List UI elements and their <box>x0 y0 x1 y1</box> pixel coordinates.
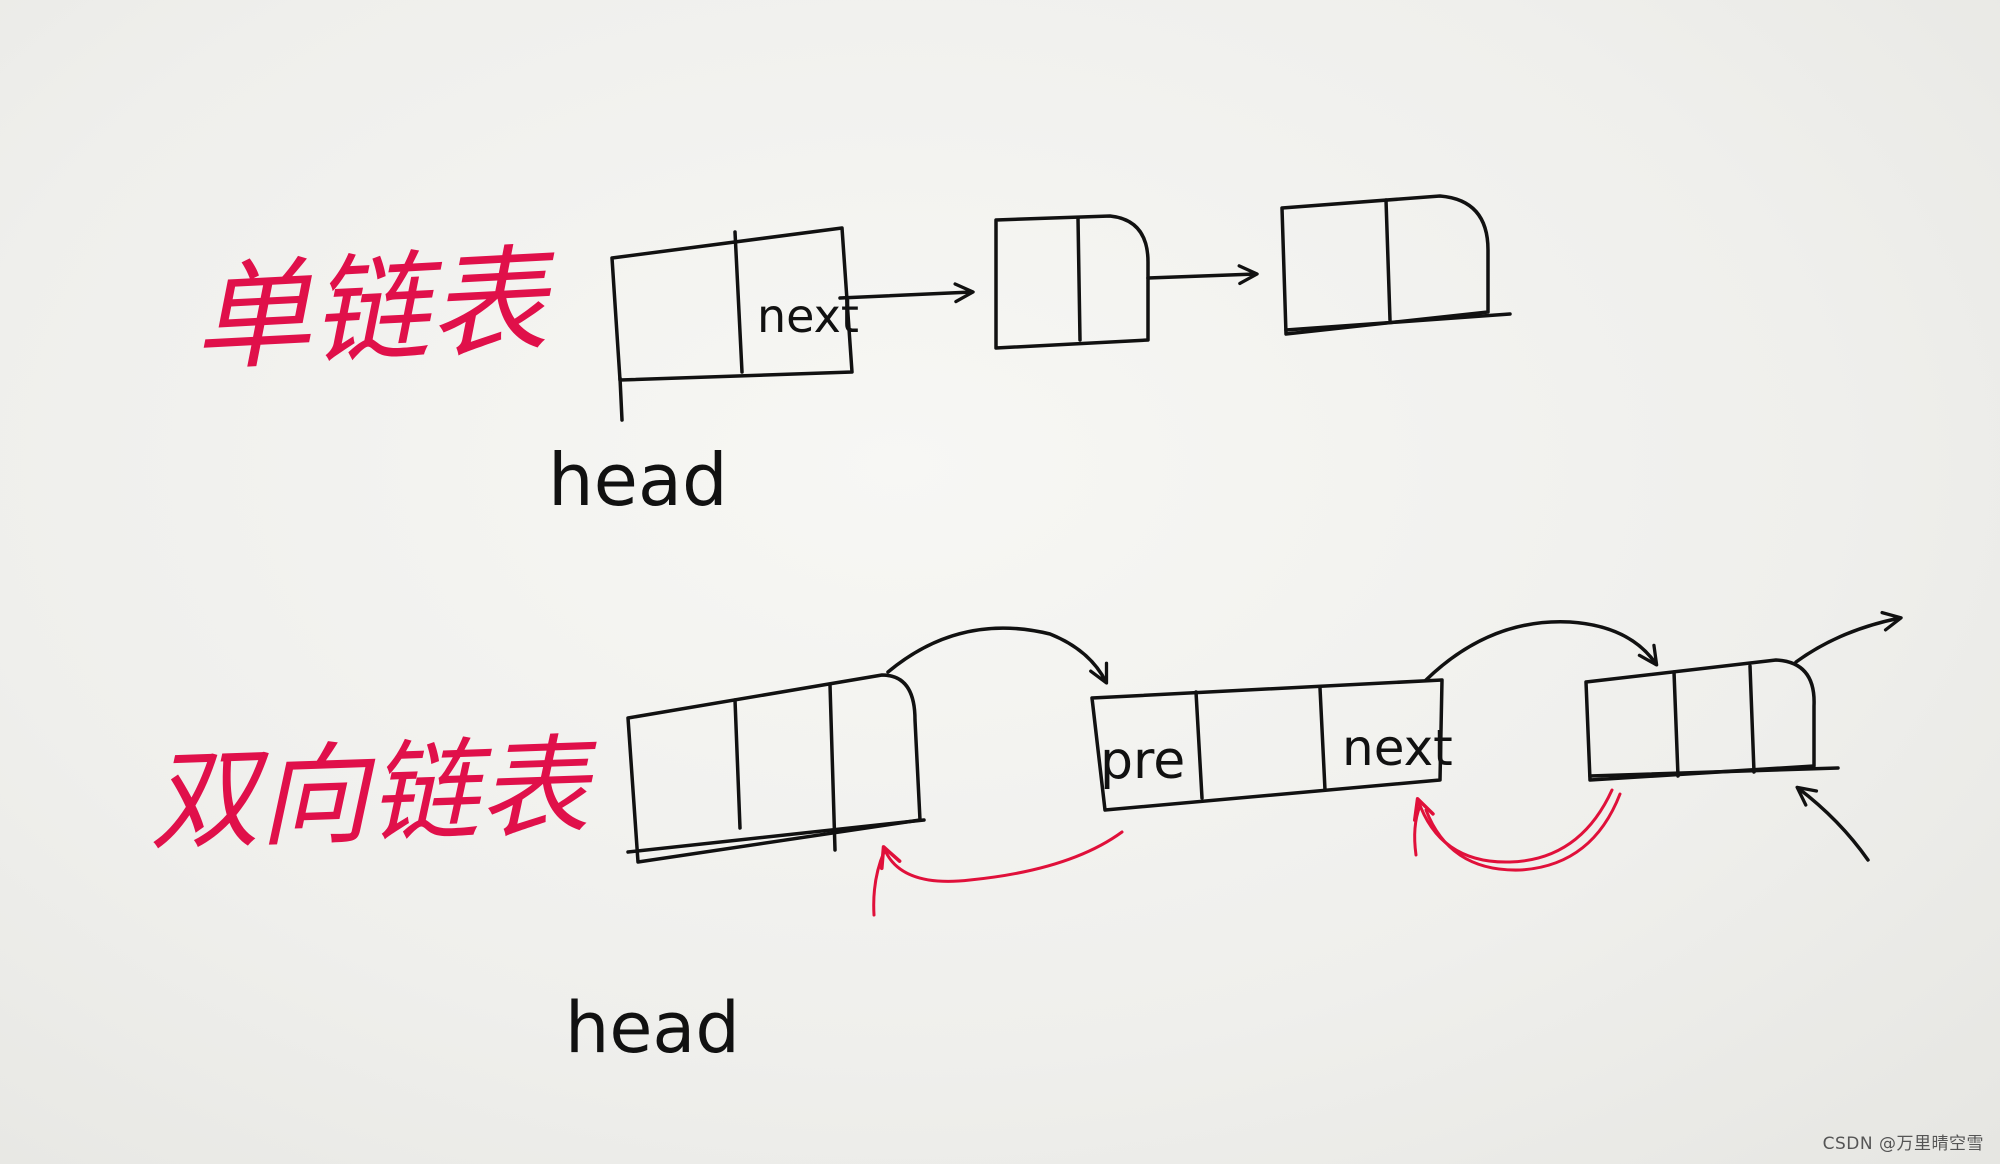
doubly-node-3-divider-1 <box>1672 670 1680 778</box>
doubly-linked-list: 双向链表 pre next <box>146 610 1903 1069</box>
singly-node-2 <box>994 214 1150 350</box>
singly-linked-list: 单链表 next head <box>189 194 1512 522</box>
doubly-node-2: pre next <box>1090 678 1453 812</box>
doubly-next-arrow-2 <box>1424 620 1659 682</box>
doubly-node-3-outline <box>1584 658 1816 782</box>
doubly-next-label: next <box>1342 719 1453 777</box>
doubly-node-2-outline <box>1090 678 1444 812</box>
singly-arrow-1 <box>838 282 975 304</box>
doubly-next-arrow-1 <box>886 626 1109 685</box>
doubly-node-3-bottom <box>1588 766 1840 778</box>
doubly-pre-arrow-1 <box>879 830 1124 883</box>
doubly-node-1-outline <box>626 673 922 864</box>
singly-node-3-outline <box>1280 194 1490 336</box>
singly-node-3 <box>1280 194 1512 336</box>
singly-node-1: next <box>610 226 859 422</box>
doubly-head-label: head <box>565 987 740 1069</box>
singly-node-1-head-tick <box>618 376 624 422</box>
doubly-pre-label: pre <box>1100 731 1185 791</box>
doubly-node-1-bottom <box>626 818 926 854</box>
singly-head-label: head <box>548 438 728 522</box>
doubly-node-2-divider-2 <box>1318 686 1327 792</box>
doubly-pre-arrow-2-hand <box>1413 804 1422 857</box>
singly-arrow-2 <box>1146 264 1259 286</box>
doubly-pre-arrow-2 <box>1412 788 1614 864</box>
watermark: CSDN @万里晴空雪 <box>1822 1134 1984 1154</box>
doubly-node-1-divider-1 <box>733 698 742 830</box>
singly-node-3-divider <box>1384 198 1392 322</box>
singly-node-2-divider <box>1076 216 1082 342</box>
singly-node-3-tail <box>1284 312 1512 332</box>
doubly-node-1-divider-2 <box>828 683 837 852</box>
singly-node-1-divider <box>733 230 744 374</box>
doubly-node-3 <box>1584 658 1840 782</box>
doubly-pre-arrow-2-stroke <box>1424 792 1622 872</box>
doubly-tail-pointer <box>1795 785 1870 862</box>
doubly-title: 双向链表 <box>146 722 600 866</box>
doubly-node-1 <box>626 673 926 864</box>
doubly-next-arrow-out <box>1794 610 1903 664</box>
doubly-pre-arrow-1-hand <box>872 850 886 917</box>
singly-node-1-outline <box>610 226 854 382</box>
doubly-node-2-divider-1 <box>1194 690 1204 800</box>
doubly-node-3-divider-2 <box>1748 664 1756 774</box>
singly-title: 单链表 <box>189 231 561 388</box>
singly-node-2-outline <box>994 214 1150 350</box>
